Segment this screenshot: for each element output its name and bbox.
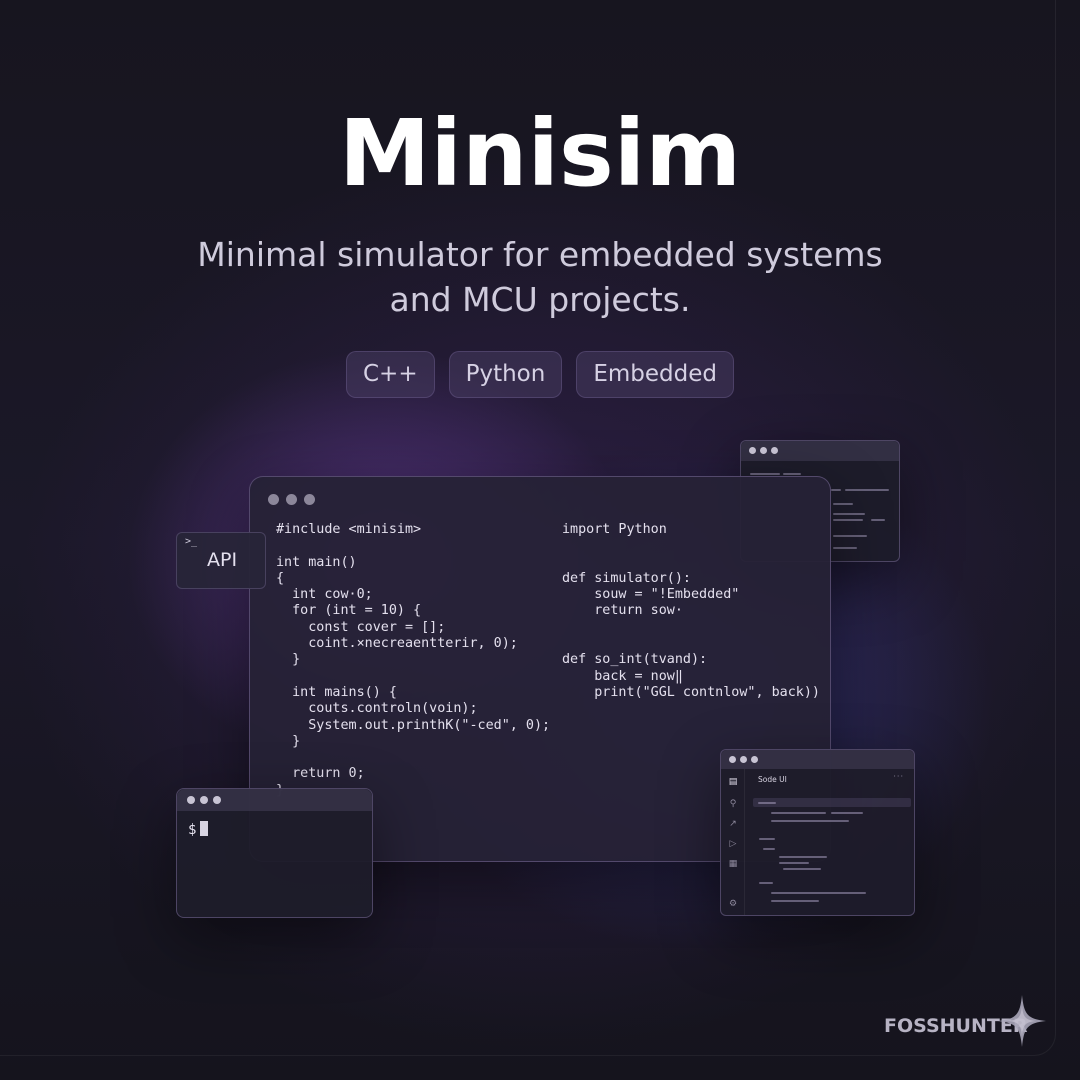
frame-edge bbox=[0, 0, 1056, 1056]
subtitle-line-2: and MCU projects. bbox=[389, 280, 691, 319]
ide-titlebar bbox=[721, 750, 914, 769]
code-line-placeholder bbox=[763, 848, 775, 850]
code-line-placeholder bbox=[833, 547, 857, 549]
maximize-dot[interactable] bbox=[304, 494, 315, 505]
terminal-prompt-icon: >_ bbox=[185, 536, 198, 547]
python-code[interactable]: import Python def simulator(): souw = "!… bbox=[562, 522, 820, 700]
tag-list: C++ Python Embedded bbox=[0, 351, 1080, 398]
code-line-placeholder bbox=[783, 868, 821, 870]
cpp-code[interactable]: #include <minisim> int main() { int cow·… bbox=[276, 522, 551, 798]
text-cursor bbox=[200, 821, 209, 836]
code-line-placeholder bbox=[771, 812, 826, 814]
code-line-placeholder bbox=[750, 473, 780, 475]
terminal-prompt: $ bbox=[188, 822, 197, 838]
terminal-window[interactable]: $ bbox=[176, 788, 373, 918]
source-control-icon[interactable]: ↗ bbox=[729, 819, 737, 829]
tag-python[interactable]: Python bbox=[448, 351, 563, 398]
code-line-placeholder bbox=[833, 503, 853, 505]
extensions-icon[interactable]: ▦ bbox=[728, 859, 738, 869]
code-line-placeholder bbox=[833, 513, 865, 515]
page-subtitle: Minimal simulator for embedded systems a… bbox=[0, 232, 1080, 322]
close-dot[interactable] bbox=[729, 756, 736, 763]
minimize-dot[interactable] bbox=[200, 796, 208, 804]
code-line-placeholder bbox=[831, 489, 841, 491]
maximize-dot[interactable] bbox=[771, 447, 778, 454]
code-line-placeholder bbox=[759, 838, 775, 840]
search-icon[interactable]: ⚲ bbox=[729, 799, 737, 809]
sparkle-icon bbox=[998, 995, 1046, 1047]
window-controls bbox=[268, 494, 315, 505]
window-controls bbox=[749, 447, 778, 454]
api-chip[interactable]: >_ API bbox=[176, 532, 266, 589]
settings-icon[interactable]: ⚙ bbox=[728, 899, 738, 909]
files-icon[interactable]: ▤ bbox=[728, 777, 738, 787]
brand-wordmark: FOSSHUNTER bbox=[884, 1015, 1028, 1037]
ide-activity-bar: ▤ ⚲ ↗ ▷ ▦ ⚙ bbox=[721, 769, 745, 915]
maximize-dot[interactable] bbox=[213, 796, 221, 804]
code-line-placeholder bbox=[759, 882, 773, 884]
subtitle-line-1: Minimal simulator for embedded systems bbox=[197, 235, 883, 274]
code-line-placeholder bbox=[771, 900, 819, 902]
code-line-placeholder bbox=[845, 489, 889, 491]
code-line-placeholder bbox=[833, 535, 867, 537]
api-label: API bbox=[207, 549, 238, 571]
code-line-placeholder bbox=[779, 856, 827, 858]
page-title: Minisim bbox=[338, 100, 742, 207]
minimize-dot[interactable] bbox=[740, 756, 747, 763]
mini-window-titlebar bbox=[741, 441, 899, 461]
run-icon[interactable]: ▷ bbox=[729, 839, 737, 849]
code-line-placeholder bbox=[779, 862, 809, 864]
tag-embedded[interactable]: Embedded bbox=[576, 351, 734, 398]
minimize-dot[interactable] bbox=[286, 494, 297, 505]
close-dot[interactable] bbox=[268, 494, 279, 505]
selected-line bbox=[753, 798, 911, 807]
terminal-input-line[interactable]: $ bbox=[188, 821, 209, 838]
maximize-dot[interactable] bbox=[751, 756, 758, 763]
code-line-placeholder bbox=[871, 519, 885, 521]
window-controls bbox=[187, 796, 221, 804]
code-line-placeholder bbox=[771, 820, 849, 822]
close-dot[interactable] bbox=[187, 796, 195, 804]
ide-window[interactable]: ▤ ⚲ ↗ ▷ ▦ ⚙ Sode UI ··· bbox=[720, 749, 915, 916]
code-line-placeholder bbox=[833, 519, 863, 521]
minimize-dot[interactable] bbox=[760, 447, 767, 454]
code-line-placeholder bbox=[831, 812, 863, 814]
code-line-placeholder bbox=[771, 892, 866, 894]
code-line-placeholder bbox=[783, 473, 801, 475]
code-line-placeholder bbox=[758, 802, 776, 804]
more-icon[interactable]: ··· bbox=[893, 772, 904, 781]
close-dot[interactable] bbox=[749, 447, 756, 454]
terminal-titlebar bbox=[177, 789, 372, 811]
tag-cpp[interactable]: C++ bbox=[346, 351, 435, 398]
window-controls bbox=[729, 756, 758, 763]
ide-title: Sode UI bbox=[758, 775, 787, 784]
